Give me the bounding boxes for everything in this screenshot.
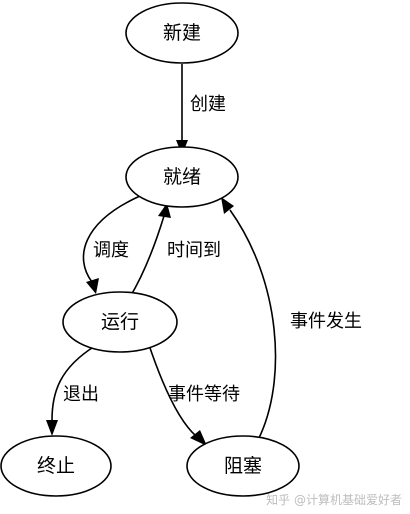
edge-event-occurs (221, 197, 277, 441)
node-running: 运行 (62, 291, 178, 353)
node-blocked: 阻塞 (186, 435, 300, 497)
edge-create (176, 64, 188, 155)
edge-wait-event (147, 341, 207, 446)
node-running-label: 运行 (101, 311, 139, 333)
node-blocked-label: 阻塞 (224, 455, 262, 477)
edge-label-exit: 退出 (63, 384, 99, 405)
edge-label-timeout: 时间到 (167, 240, 221, 261)
edge-dispatch (82, 195, 141, 294)
node-terminated-label: 终止 (37, 455, 75, 477)
watermark: 知乎 @计算机基础爱好者 (266, 493, 402, 507)
node-ready: 就绪 (125, 146, 239, 208)
edge-exit (46, 345, 96, 436)
edge-label-wait-event: 事件等待 (168, 384, 240, 405)
edge-label-event-occurs: 事件发生 (290, 311, 362, 332)
edge-label-create: 创建 (190, 94, 226, 115)
node-ready-label: 就绪 (163, 166, 201, 188)
edge-label-dispatch: 调度 (93, 240, 129, 261)
edge-timeout (129, 203, 171, 298)
node-new-label: 新建 (163, 22, 201, 44)
node-terminated: 终止 (0, 435, 112, 497)
node-new: 新建 (125, 2, 239, 64)
